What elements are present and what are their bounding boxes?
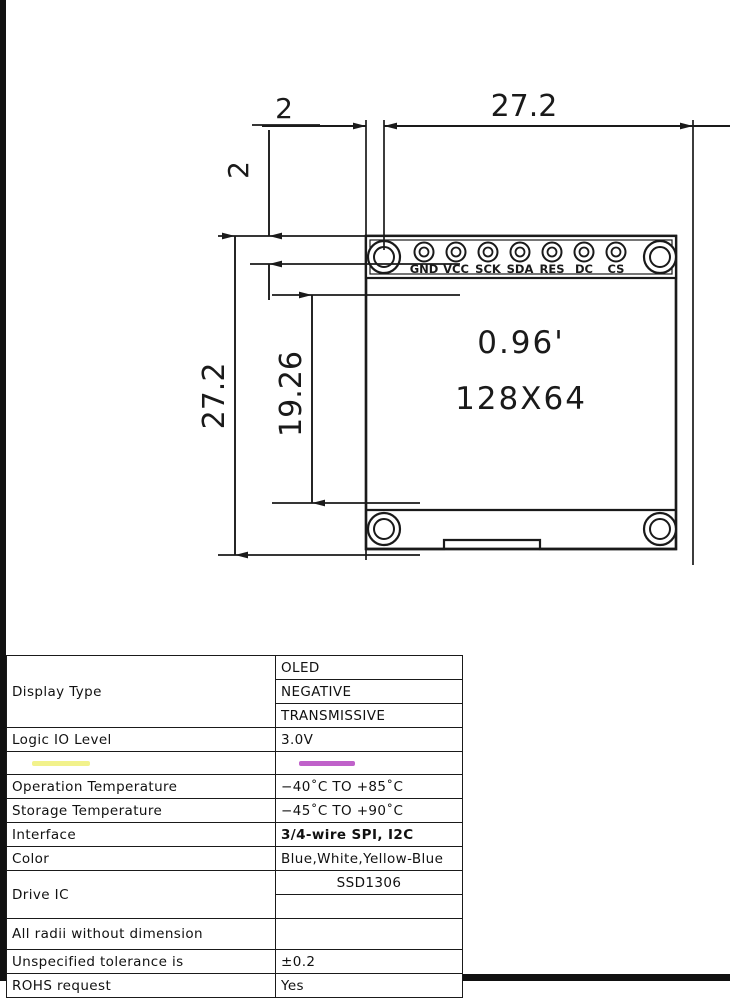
dimension-value-2-horizontal: 2 (275, 92, 293, 125)
mounting-holes (366, 239, 678, 547)
cell-logic-io-value: 3.0V (275, 727, 463, 752)
cell-display-type-value-2: NEGATIVE (275, 679, 463, 704)
cell-storage-temperature-value: −45˚C TO +90˚C (275, 798, 463, 823)
table-row-display-type-1: Display Type OLED (6, 655, 463, 728)
pin-pad-gnd (413, 241, 435, 263)
pin-label-sck: SCK (475, 262, 502, 276)
cell-tolerance-label: Unspecified tolerance is (6, 949, 276, 974)
table-row-radii: All radii without dimension (6, 918, 463, 950)
pin-label-gnd: GND (410, 262, 439, 276)
table-row-tolerance: Unspecified tolerance is ±0.2 (6, 949, 463, 974)
pin-label-res: RES (540, 262, 565, 276)
pin-label-vcc: VCC (443, 262, 469, 276)
table-row-color: Color Blue,White,Yellow-Blue (6, 846, 463, 871)
table-row-drive-ic-1: Drive IC SSD1306 (6, 870, 463, 919)
pin-labels: GND VCC SCK SDA RES DC CS (410, 262, 625, 276)
cell-rohs-value: Yes (275, 973, 463, 998)
page-left-edge-bar (0, 0, 6, 981)
mounting-hole-bottom-left (366, 511, 402, 547)
cell-interface-value: 3/4-wire SPI, I2C (275, 822, 463, 847)
dimension-top-left-2-vertical: 2 (222, 130, 282, 240)
table-row-interface: Interface 3/4-wire SPI, I2C (6, 822, 463, 847)
cell-logic-io-label: Logic IO Level (6, 727, 276, 752)
dimension-active-area-height: 19.26 (274, 291, 325, 507)
dimension-value-19-26: 19.26 (274, 351, 309, 437)
cell-highlight-left (6, 751, 276, 775)
mounting-hole-top-right (642, 239, 678, 275)
cell-operation-temperature-value: −40˚C TO +85˚C (275, 774, 463, 799)
pin-pad-sck (477, 241, 499, 263)
cell-color-label: Color (6, 846, 276, 871)
cell-tolerance-value: ±0.2 (275, 949, 463, 974)
dimension-top-left-2: 2 (262, 92, 366, 130)
cell-drive-ic-value-2 (275, 894, 463, 919)
cell-storage-temperature-label: Storage Temperature (6, 798, 276, 823)
cell-operation-temperature-label: Operation Temperature (6, 774, 276, 799)
table-row-rohs: ROHS request Yes (6, 973, 463, 998)
magenta-highlight-mark (299, 760, 355, 766)
yellow-highlight-mark (32, 760, 90, 766)
dimension-left-height: 27.2 (197, 232, 248, 559)
cell-drive-ic-value: SSD1306 (275, 870, 463, 895)
table-row-highlighted-blank (6, 751, 463, 775)
display-size-text: 0.96' 128X64 (455, 325, 587, 417)
pin-pad-vcc (445, 241, 467, 263)
pin-pad-res (541, 241, 563, 263)
cell-radii-value (275, 918, 463, 950)
dimension-value-2-vertical: 2 (222, 161, 255, 179)
cell-color-value: Blue,White,Yellow-Blue (275, 846, 463, 871)
pin-pad-cs (605, 241, 627, 263)
display-diagonal-label: 0.96' (477, 325, 565, 361)
cell-drive-ic-label: Drive IC (6, 870, 276, 919)
table-row-operation-temperature: Operation Temperature −40˚C TO +85˚C (6, 774, 463, 799)
display-resolution-label: 128X64 (455, 381, 587, 417)
pin-label-cs: CS (608, 262, 625, 276)
dimension-value-27-2-top: 27.2 (491, 89, 558, 124)
extension-lines (218, 120, 694, 565)
table-row-display-type-3: TRANSMISSIVE (7, 703, 463, 728)
dimension-top-width: 27.2 (384, 89, 730, 130)
specification-table-container: Display Type OLED NEGATIVE TRANSMISSIVE … (6, 655, 463, 998)
table-row-storage-temperature: Storage Temperature −45˚C TO +90˚C (6, 798, 463, 823)
table-row-logic-io-level: Logic IO Level 3.0V (6, 727, 463, 752)
pin-pad-dc (573, 241, 595, 263)
technical-drawing: GND VCC SCK SDA RES DC CS 0.96' 128X64 2… (197, 89, 730, 565)
cell-radii-label: All radii without dimension (6, 918, 276, 950)
pin-label-dc: DC (575, 262, 593, 276)
drawing-canvas: GND VCC SCK SDA RES DC CS 0.96' 128X64 2… (197, 89, 730, 565)
cell-display-type-label: Display Type (6, 655, 276, 728)
pin-pad-sda (509, 241, 531, 263)
cell-rohs-label: ROHS request (6, 973, 276, 998)
pcb-bottom-band (366, 508, 676, 551)
specification-table: Display Type OLED NEGATIVE TRANSMISSIVE … (6, 655, 463, 998)
cell-display-type-value-1: OLED (275, 655, 463, 680)
cell-highlight-right (275, 751, 463, 775)
pin-pads (413, 241, 627, 263)
dimension-value-27-2-left: 27.2 (197, 363, 232, 430)
mounting-hole-bottom-right (642, 511, 678, 547)
cell-display-type-value-3: TRANSMISSIVE (275, 703, 463, 728)
pin-label-sda: SDA (507, 262, 534, 276)
cell-interface-label: Interface (6, 822, 276, 847)
table-row-drive-ic-2 (7, 894, 463, 919)
